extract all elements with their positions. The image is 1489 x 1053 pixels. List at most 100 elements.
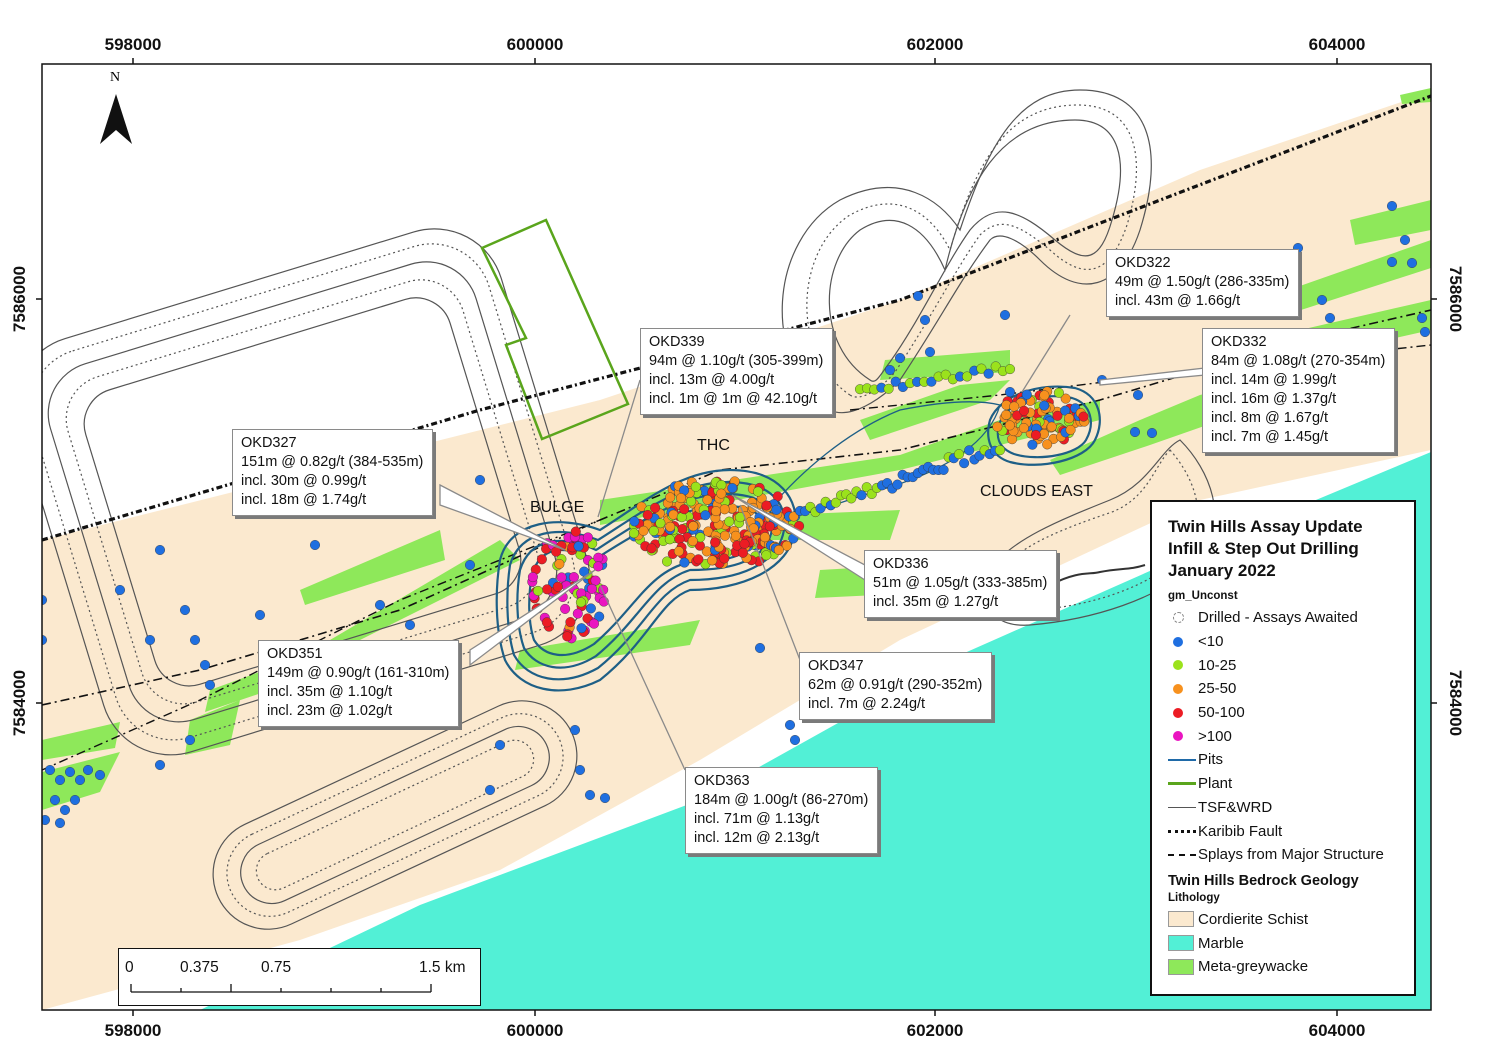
- drill-collar-dot: [1419, 327, 1430, 338]
- grade-10-25-dot-icon: [1173, 660, 1183, 671]
- drill-collar-dot: [1000, 310, 1011, 321]
- drill-collar-dot: [1416, 313, 1427, 324]
- callout-okd363[interactable]: OKD363 184m @ 1.00g/t (86-270m) incl. 71…: [685, 767, 879, 854]
- drill-collar-dot: [1053, 387, 1064, 398]
- drill-collar-dot: [764, 521, 775, 532]
- legend-row-grade: <10: [1168, 630, 1414, 654]
- drill-collar-dot: [688, 521, 699, 532]
- callout-line: OKD347: [808, 658, 864, 674]
- drill-collar-dot: [677, 524, 688, 535]
- drill-collar-dot: [1316, 295, 1327, 306]
- drill-collar-dot: [650, 502, 661, 513]
- drill-collar-dot: [730, 530, 741, 541]
- drill-collar-dot: [64, 767, 75, 778]
- callout-okd339[interactable]: OKD339 94m @ 1.10g/t (305-399m) incl. 13…: [640, 328, 834, 415]
- callout-okd347[interactable]: OKD347 62m @ 0.91g/t (290-352m) incl. 7m…: [799, 652, 993, 720]
- callout-line: OKD339: [649, 334, 705, 350]
- plant-line-icon: [1168, 782, 1196, 786]
- drill-collar-dot: [593, 561, 604, 572]
- drill-collar-dot: [940, 369, 951, 380]
- legend-title-line: January 2022: [1168, 561, 1276, 580]
- legend-label: Pits: [1198, 751, 1224, 769]
- marble-boundary-detail: [1049, 564, 1146, 586]
- callout-line: incl. 16m @ 1.37g/t: [1211, 391, 1337, 407]
- callout-line: 94m @ 1.10g/t (305-399m): [649, 353, 824, 369]
- legend-title-line: Twin Hills Assay Update: [1168, 517, 1363, 536]
- drill-collar-dot: [913, 291, 924, 302]
- drill-collar-dot: [576, 623, 587, 634]
- scale-bar: 0 0.375 0.75 1.5 km: [118, 948, 481, 1006]
- callout-line: incl. 71m @ 1.13g/t: [694, 811, 820, 827]
- drill-collar-dot: [760, 532, 771, 543]
- callout-okd322[interactable]: OKD322 49m @ 1.50g/t (286-335m) incl. 43…: [1106, 249, 1300, 317]
- assays-awaited-dot-icon: [1173, 612, 1184, 624]
- cordierite-schist-swatch-icon: [1168, 911, 1194, 928]
- drill-collar-dot: [665, 521, 676, 532]
- drill-collar-dot: [716, 488, 727, 499]
- drill-collar-dot: [560, 603, 571, 614]
- map-border: [41, 63, 1432, 1011]
- drill-collar-dot: [790, 735, 801, 746]
- drill-collar-dot: [74, 775, 85, 786]
- drill-collar-dot: [60, 805, 71, 816]
- drill-collar-dot: [184, 735, 195, 746]
- callout-line: incl. 1m @ 1m @ 42.10g/t: [649, 391, 818, 407]
- drill-collar-dot: [655, 518, 666, 529]
- drill-collar-dot: [954, 449, 965, 460]
- map-legend: Twin Hills Assay Update Infill & Step Ou…: [1150, 500, 1416, 996]
- scale-label: 0: [125, 959, 134, 976]
- callout-line: OKD327: [241, 435, 297, 451]
- callout-okd336[interactable]: OKD336 51m @ 1.05g/t (333-385m) incl. 35…: [864, 550, 1058, 618]
- drill-collar-dot: [1042, 439, 1053, 450]
- callout-line: 84m @ 1.08g/t (270-354m): [1211, 353, 1386, 369]
- marble-swatch-icon: [1168, 935, 1194, 952]
- scale-bar-graphic: [130, 984, 432, 993]
- drill-collar-dot: [1386, 200, 1397, 211]
- drill-collar-dot: [642, 510, 653, 521]
- drill-collar-dot: [465, 560, 476, 571]
- drill-collar-dot: [990, 361, 1001, 372]
- drill-collar-dot: [527, 572, 538, 583]
- legend-label: Drilled - Assays Awaited: [1198, 609, 1358, 627]
- drill-collar-dot: [938, 464, 949, 475]
- callout-okd327[interactable]: OKD327 151m @ 0.82g/t (384-535m) incl. 3…: [232, 429, 434, 516]
- drill-collar-dot: [189, 635, 200, 646]
- drill-collar-dot: [590, 575, 601, 586]
- legend-lithology-title: Lithology: [1168, 891, 1220, 904]
- site-label-bulge: BULGE: [530, 499, 585, 516]
- drill-collar-dot: [570, 725, 581, 736]
- drill-collar-dot: [1065, 424, 1076, 435]
- right-y-label: 7586000: [1446, 266, 1465, 332]
- callout-okd351[interactable]: OKD351 149m @ 0.90g/t (161-310m) incl. 3…: [258, 640, 460, 727]
- drill-collar-dot: [1046, 421, 1057, 432]
- drill-collar-dot: [1027, 439, 1038, 450]
- callout-okd332[interactable]: OKD332 84m @ 1.08g/t (270-354m) incl. 14…: [1202, 328, 1396, 453]
- drill-collar-dot: [154, 545, 165, 556]
- drill-collar-dot: [638, 525, 649, 536]
- drill-collar-dot: [761, 550, 772, 561]
- drill-collar-dot: [753, 486, 764, 497]
- drill-collar-dot: [895, 353, 906, 364]
- bottom-x-label: 598000: [105, 1021, 162, 1040]
- drill-collar-dot: [1052, 410, 1063, 421]
- callout-line: incl. 8m @ 1.67g/t: [1211, 410, 1329, 426]
- drill-collar-dot: [664, 534, 675, 545]
- drill-collar-dot: [556, 572, 567, 583]
- legend-row-lithology: Cordierite Schist: [1168, 908, 1414, 932]
- drill-collar-dot: [55, 775, 66, 786]
- drill-collar-dot: [724, 516, 735, 527]
- north-arrow-icon: [100, 94, 132, 144]
- drill-collar-dot: [582, 613, 593, 624]
- drill-collar-dot: [976, 363, 987, 374]
- callout-line: OKD363: [694, 773, 750, 789]
- legend-label: Marble: [1198, 934, 1244, 952]
- drill-collar-dot: [562, 631, 573, 642]
- drill-collar-dot: [533, 585, 544, 596]
- callout-line: incl. 14m @ 1.99g/t: [1211, 372, 1337, 388]
- axis-ticks: [36, 58, 1437, 1016]
- drill-collar-dot: [1399, 234, 1410, 245]
- callout-line: OKD351: [267, 646, 323, 662]
- drill-collar-dot: [1009, 401, 1020, 412]
- drill-collar-dot: [707, 555, 718, 566]
